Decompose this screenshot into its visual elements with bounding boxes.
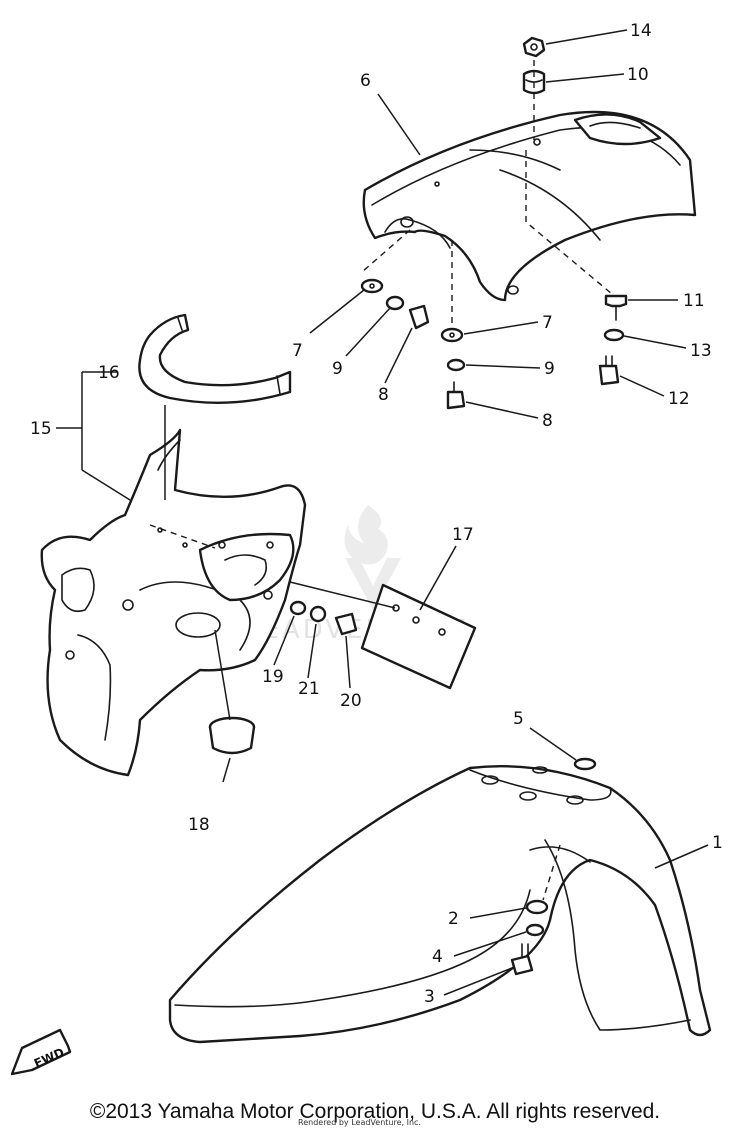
direction-badge: FWD <box>10 1028 72 1076</box>
callout-5: 5 <box>513 709 524 729</box>
callout-19: 19 <box>262 667 284 687</box>
lockwasher-part-9-right <box>446 358 466 372</box>
callout-12: 12 <box>668 389 690 409</box>
front-fender-part-1 <box>168 765 712 1044</box>
washer-part-5 <box>573 757 597 771</box>
callout-4: 4 <box>432 947 443 967</box>
callout-8-left: 8 <box>378 385 389 405</box>
callout-9-right: 9 <box>544 359 555 379</box>
mounting-band-part-16 <box>138 313 292 404</box>
bolt-part-20 <box>334 612 358 636</box>
callout-2: 2 <box>448 909 459 929</box>
nut-part-14 <box>522 36 546 58</box>
leader-18b <box>214 629 231 721</box>
bolt-part-3 <box>510 954 534 976</box>
callout-16: 16 <box>98 363 120 383</box>
washer-part-2 <box>525 899 549 915</box>
copyright-notice: ©2013 Yamaha Motor Corporation, U.S.A. A… <box>89 1100 661 1123</box>
bolt-part-12 <box>598 364 620 386</box>
grommet-part-18 <box>208 716 256 755</box>
callout-9-left: 9 <box>332 359 343 379</box>
callout-labels: 14 10 6 11 13 12 7 9 8 7 9 8 16 15 17 19… <box>30 21 723 1007</box>
washer-part-13 <box>603 328 625 342</box>
hardware-parts <box>289 36 628 976</box>
callout-6: 6 <box>360 71 371 91</box>
rear-fender-part-6 <box>362 110 697 302</box>
callout-11: 11 <box>683 291 705 311</box>
callout-10: 10 <box>627 65 649 85</box>
bolt-part-11 <box>604 294 628 308</box>
washer-part-7-right <box>440 327 464 343</box>
callout-8-right: 8 <box>542 411 553 431</box>
callout-7-left: 7 <box>292 341 303 361</box>
callout-leaders <box>56 29 709 996</box>
front-cowl-part-15 <box>40 428 307 777</box>
callout-21: 21 <box>298 679 320 699</box>
lockwasher-part-9-left <box>385 295 405 311</box>
callout-15: 15 <box>30 419 52 439</box>
callout-17: 17 <box>452 525 474 545</box>
callout-14: 14 <box>630 21 652 41</box>
callout-3: 3 <box>424 987 435 1007</box>
washer-part-7-left <box>360 278 384 294</box>
plate-part-17 <box>360 583 477 690</box>
assembly-dashed-lines <box>361 60 613 901</box>
leader-18 <box>222 757 231 783</box>
washer-part-19 <box>289 600 307 616</box>
leader-cowl-to-17 <box>289 581 396 609</box>
callout-20: 20 <box>340 691 362 711</box>
bolt-part-8-left <box>408 304 430 330</box>
render-credit: Rendered by LeadVenture, Inc. <box>298 1118 421 1127</box>
callout-13: 13 <box>690 341 712 361</box>
callout-18: 18 <box>188 815 210 835</box>
callout-7-right: 7 <box>542 313 553 333</box>
bolt-part-8-right <box>446 390 466 410</box>
lockwasher-part-21 <box>309 605 327 623</box>
lockwasher-part-4 <box>525 923 545 937</box>
callout-1: 1 <box>712 833 723 853</box>
